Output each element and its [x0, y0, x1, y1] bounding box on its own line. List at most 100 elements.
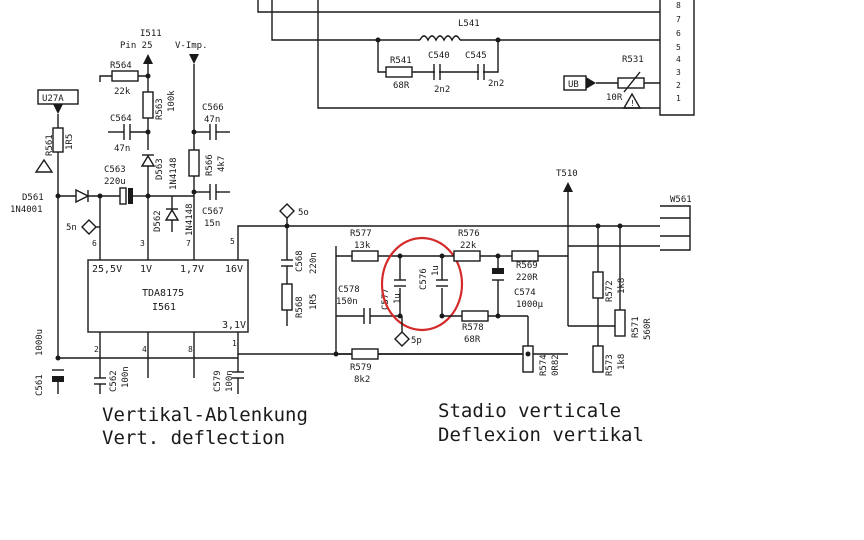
top-right-section: L541 R541 68R C540 2n2 C545 2n2 UB R531 … — [257, 0, 695, 116]
r571-ref: R571 — [631, 316, 641, 338]
r564-value: 22k — [114, 87, 131, 97]
conn-pin-7: 7 — [676, 15, 681, 24]
c568-value: 220n — [309, 252, 319, 274]
c563-capacitor — [119, 187, 127, 205]
r569-resistor — [511, 250, 539, 262]
r579-resistor — [351, 348, 379, 360]
pin-4-number: 4 — [142, 345, 147, 354]
c576-ref: C576 — [419, 268, 429, 290]
r572-value: 1k8 — [617, 278, 627, 294]
node-5o-label: 5o — [298, 208, 309, 218]
d562-value: 1N4148 — [185, 203, 195, 236]
node-5p-label: 5p — [411, 336, 422, 346]
chip-name: TDA8175 — [142, 288, 184, 299]
c564-ref: C564 — [110, 114, 132, 124]
u27a-label: U27A — [42, 94, 64, 104]
chip-pin-label-3: 1,7V — [180, 264, 204, 275]
c562-ref: C562 — [109, 370, 119, 392]
r568-ref: R568 — [295, 296, 305, 318]
r576-resistor — [453, 250, 481, 262]
caption-it-line1: Stadio verticale — [438, 400, 621, 422]
i511-label: I511 — [140, 29, 162, 39]
r531-value: 10R — [606, 93, 623, 103]
r541-resistor — [385, 66, 413, 78]
middle-section: 5o C568 220n R568 1R5 R577 13k C578 150n — [279, 203, 568, 385]
r578-ref: R578 — [462, 323, 484, 333]
c576-value: 1u — [431, 265, 441, 276]
r569-value: 220R — [516, 273, 538, 283]
caption-it-line2: Deflexion vertikal — [438, 424, 644, 446]
r571-value: 560R — [643, 318, 653, 340]
node-5o-marker — [279, 203, 295, 219]
r568-resistor — [281, 283, 293, 311]
right-section: T510 R572 1k8 R573 1k8 R571 560R W561 — [556, 169, 692, 376]
c567-value: 15n — [204, 219, 220, 229]
r578-value: 68R — [464, 335, 481, 345]
c561-value: 1000u — [35, 329, 45, 356]
r577-ref: R577 — [350, 229, 372, 239]
pin-5-number: 5 — [230, 237, 235, 246]
tda8175-chip: 25,5V 1V 1,7V 16V TDA8175 I561 3,1V 5 2 … — [87, 225, 568, 378]
d561-value: 1N4001 — [10, 205, 43, 215]
r574-ref: R574 — [539, 354, 549, 376]
r576-value: 22k — [460, 241, 477, 251]
highlight-circle — [380, 236, 464, 332]
c579-value: 100n — [225, 370, 235, 392]
r561-warning-icon — [34, 158, 54, 173]
r541-value: 68R — [393, 81, 410, 91]
d562-ref: D562 — [153, 210, 163, 232]
svg-text:!: ! — [630, 99, 635, 108]
conn-pin-8: 8 — [676, 1, 681, 10]
r531-ref: R531 — [622, 55, 644, 65]
ub-label: UB — [568, 80, 579, 90]
r579-ref: R579 — [350, 363, 372, 373]
top-left-section: I511 Pin 25 V-Imp. R564 22k R563 100k C5… — [10, 29, 230, 358]
conn-pin-1: 1 — [676, 94, 681, 103]
pin-2-number: 2 — [94, 345, 99, 354]
c577-ref: C577 — [381, 288, 391, 310]
r568-value: 1R5 — [309, 294, 319, 310]
conn-pin-5: 5 — [676, 43, 681, 52]
pin-8-number: 8 — [188, 345, 193, 354]
conn-pin-3: 3 — [676, 68, 681, 77]
c566-ref: C566 — [202, 103, 224, 113]
r573-resistor — [592, 345, 604, 373]
chip-pin-label-1: 25,5V — [92, 264, 122, 275]
chip-ref: I561 — [152, 302, 176, 313]
fuse-warning-icon — [622, 92, 642, 109]
c561-ref: C561 — [35, 374, 45, 396]
node-5n-marker — [81, 219, 97, 235]
conn-pin-2: 2 — [676, 81, 681, 90]
c562-value: 100n — [121, 366, 131, 388]
r564-ref: R564 — [110, 61, 132, 71]
c564-value: 47n — [114, 144, 130, 154]
c566-value: 47n — [204, 115, 220, 125]
c574-value: 1000µ — [516, 300, 544, 310]
r563-ref: R563 — [155, 98, 165, 120]
c574-ref: C574 — [514, 288, 536, 298]
c545-value: 2n2 — [488, 79, 504, 89]
node-5p-marker — [394, 331, 410, 347]
chip-pin-label-2: 1V — [140, 264, 152, 275]
chip-body — [87, 259, 249, 333]
c577-value: 1u — [393, 293, 403, 304]
pin-7-number: 7 — [186, 239, 191, 248]
d561-ref: D561 — [22, 193, 44, 203]
d563-value: 1N4148 — [169, 157, 179, 190]
d563-ref: D563 — [155, 158, 165, 180]
r579-value: 8k2 — [354, 375, 370, 385]
r572-resistor — [592, 271, 604, 299]
pin-3-number: 3 — [140, 239, 145, 248]
c545-ref: C545 — [465, 51, 487, 61]
r573-value: 1k8 — [617, 354, 627, 370]
c540-ref: C540 — [428, 51, 450, 61]
r577-value: 13k — [354, 241, 371, 251]
r578-resistor — [461, 310, 489, 322]
w561-label: W561 — [670, 195, 692, 205]
pin-1-number: 1 — [232, 339, 237, 348]
c540-value: 2n2 — [434, 85, 450, 95]
r566-resistor — [188, 149, 200, 177]
vimp-label: V-Imp. — [175, 41, 208, 51]
r564-resistor — [111, 70, 139, 82]
r573-ref: R573 — [605, 354, 615, 376]
